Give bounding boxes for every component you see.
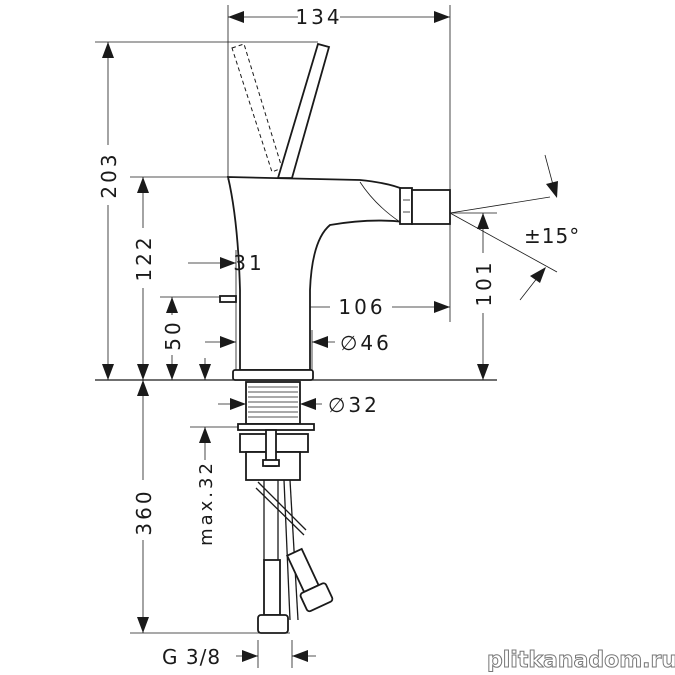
dim-101: 101 [472,259,496,306]
faucet-body [219,42,451,634]
dim-360: 360 [132,488,156,535]
dim-50: 50 [161,319,185,350]
dim-max-32: max.32 [196,460,217,546]
dim-angle: ±15° [524,224,580,248]
dim-g38: G 3/8 [162,645,221,669]
dim-106: 106 [338,295,385,319]
watermark: plitkanadom.ru [487,648,675,673]
dim-diameter-32: ∅32 [328,393,380,417]
dim-31: 31 [233,251,264,275]
dim-134: 134 [295,5,342,29]
dim-diameter-46: ∅46 [340,331,392,355]
dim-122: 122 [132,234,156,281]
dim-203: 203 [97,151,121,198]
